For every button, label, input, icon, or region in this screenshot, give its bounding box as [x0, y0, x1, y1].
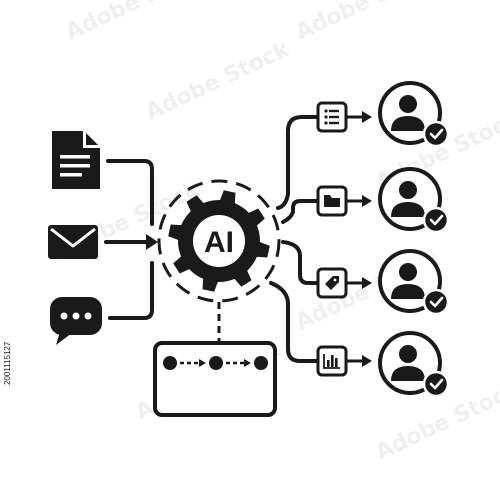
hub-label: AI — [204, 226, 234, 259]
user-check-icon — [378, 81, 450, 148]
watermark-text: Adobe Stock — [62, 0, 215, 45]
folder-icon — [316, 185, 348, 217]
watermark-text: Adobe Stock — [292, 0, 445, 45]
stock-id-label: 2001115127 — [3, 341, 12, 385]
envelope-icon — [48, 225, 98, 259]
watermark-text: Adobe Stock — [142, 37, 295, 126]
output-connectors — [269, 115, 320, 363]
user-check-icon — [378, 331, 450, 398]
list-icon — [316, 101, 348, 133]
hub-dashed-ring — [157, 179, 281, 303]
tag-icon — [316, 267, 348, 299]
input-connectors — [104, 159, 154, 320]
user-check-icon — [378, 167, 450, 234]
chat-bubble-icon — [50, 297, 102, 345]
user-check-icon — [378, 249, 450, 316]
bar-chart-icon — [316, 345, 348, 377]
document-icon — [52, 131, 100, 189]
output-arrows — [346, 111, 372, 367]
process-flow-icon — [153, 341, 277, 417]
ai-hub: AI — [157, 179, 281, 303]
input-arrowhead — [146, 234, 158, 250]
